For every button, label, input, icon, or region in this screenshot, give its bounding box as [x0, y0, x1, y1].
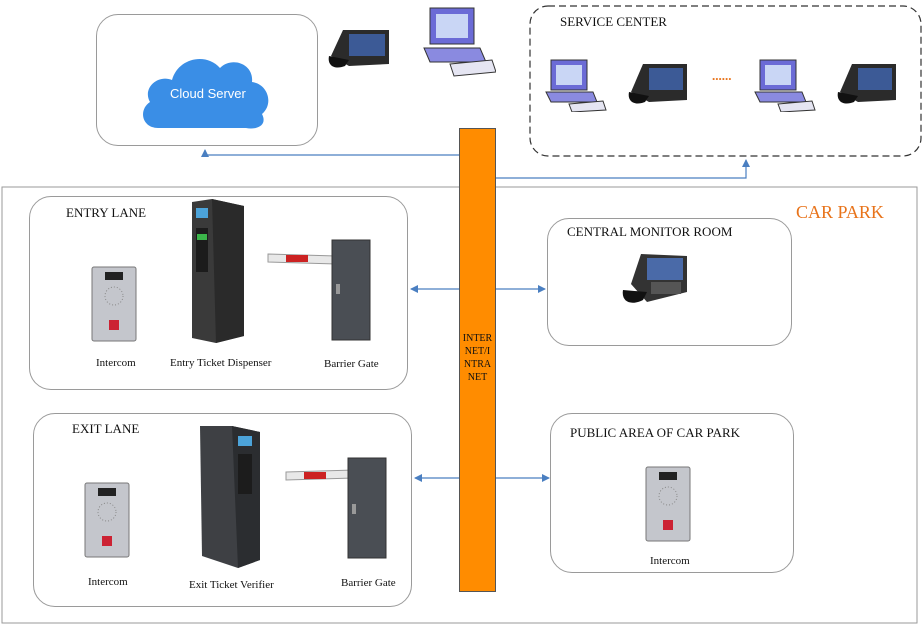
exit-verifier-label: Exit Ticket Verifier — [189, 579, 274, 591]
cloud-server-label: Cloud Server — [170, 86, 246, 101]
exit-gate-label: Barrier Gate — [341, 577, 396, 589]
entry-lane-title: ENTRY LANE — [66, 205, 147, 220]
more-devices-ellipsis: ...... — [712, 68, 732, 83]
intercom-icon — [91, 266, 137, 342]
cloud-icon — [143, 58, 269, 129]
ip-phone-icon — [837, 64, 896, 104]
intercom-icon — [84, 482, 130, 558]
ticket-dispenser-icon — [192, 199, 244, 343]
entry-gate-label: Barrier Gate — [324, 358, 379, 370]
computer-icon — [545, 59, 607, 112]
entry-dispenser-label: Entry Ticket Dispenser — [170, 357, 272, 369]
computer-icon — [423, 7, 496, 77]
service-center-link — [496, 159, 750, 179]
cloud-link — [201, 149, 459, 157]
barrier-gate-icon — [285, 457, 387, 559]
network-label: INTER NET/I NTRA NET — [462, 333, 493, 383]
network-bar — [459, 128, 496, 592]
public-area-title: PUBLIC AREA OF CAR PARK — [570, 425, 741, 440]
car-park-title: CAR PARK — [796, 202, 884, 222]
ip-phone-icon — [628, 64, 687, 104]
ip-phone-icon — [328, 30, 389, 68]
exit-lane-title: EXIT LANE — [72, 421, 140, 436]
service-center-frame — [529, 5, 922, 157]
ip-phone-icon — [622, 254, 687, 303]
service-center-title: SERVICE CENTER — [560, 14, 667, 29]
intercom-icon — [645, 466, 691, 542]
computer-icon — [754, 59, 816, 112]
public-intercom-label: Intercom — [650, 555, 690, 567]
entry-intercom-label: Intercom — [96, 357, 136, 369]
ticket-verifier-icon — [200, 426, 260, 568]
barrier-gate-icon — [267, 239, 371, 341]
exit-intercom-label: Intercom — [88, 576, 128, 588]
monitor-room-title: CENTRAL MONITOR ROOM — [567, 224, 733, 239]
